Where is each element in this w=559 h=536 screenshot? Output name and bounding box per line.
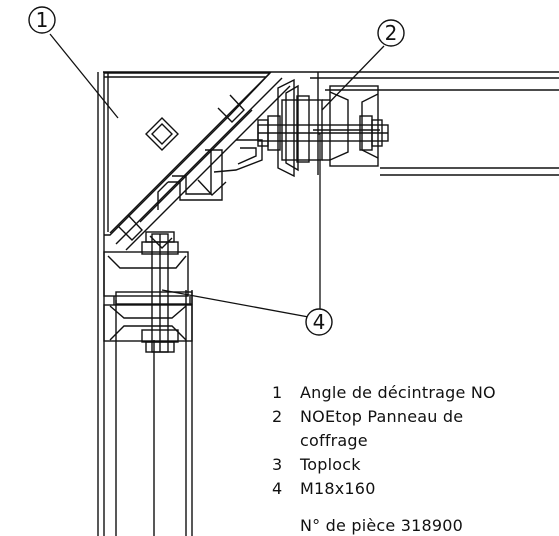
svg-text:1: 1 [272,383,282,402]
svg-text:Toplock: Toplock [299,455,361,474]
legend-item-3: 3 Toplock [272,455,361,474]
callout-2: 2 [377,19,405,47]
decentering-angle [104,72,291,251]
callout-1: 1 [28,6,56,34]
legend-item-2: 2 NOEtop Panneau de coffrage [272,407,463,450]
bent-bracket [157,139,263,210]
svg-text:1: 1 [36,8,49,32]
svg-text:NOEtop Panneau de: NOEtop Panneau de [300,407,463,426]
leader-4b [161,289,315,319]
parts-legend: 1 Angle de décintrage NO 2 NOEtop Pannea… [272,383,496,535]
svg-text:N° de pièce 318900: N° de pièce 318900 [300,516,463,535]
callout-4: 4 [305,308,333,336]
svg-text:coffrage: coffrage [300,431,368,450]
legend-item-1: 1 Angle de décintrage NO [272,383,496,402]
svg-text:4: 4 [272,479,282,498]
svg-text:Angle de décintrage NO: Angle de décintrage NO [300,383,496,402]
leader-1 [49,33,119,119]
bolt-side [141,231,179,353]
horizontal-formwork-panel [103,71,559,176]
svg-text:4: 4 [313,310,326,334]
svg-text:2: 2 [385,21,398,45]
svg-text:M18x160: M18x160 [300,479,376,498]
leader-4 [318,133,321,318]
leader-lines [49,33,385,319]
bolt-top [257,115,389,151]
svg-text:3: 3 [272,455,282,474]
leader-2 [321,45,385,111]
svg-text:2: 2 [272,407,282,426]
legend-item-4: 4 M18x160 N° de pièce 318900 [272,479,463,535]
toplock-clamp-top [277,78,379,178]
toplock-clamp-side [103,251,193,342]
